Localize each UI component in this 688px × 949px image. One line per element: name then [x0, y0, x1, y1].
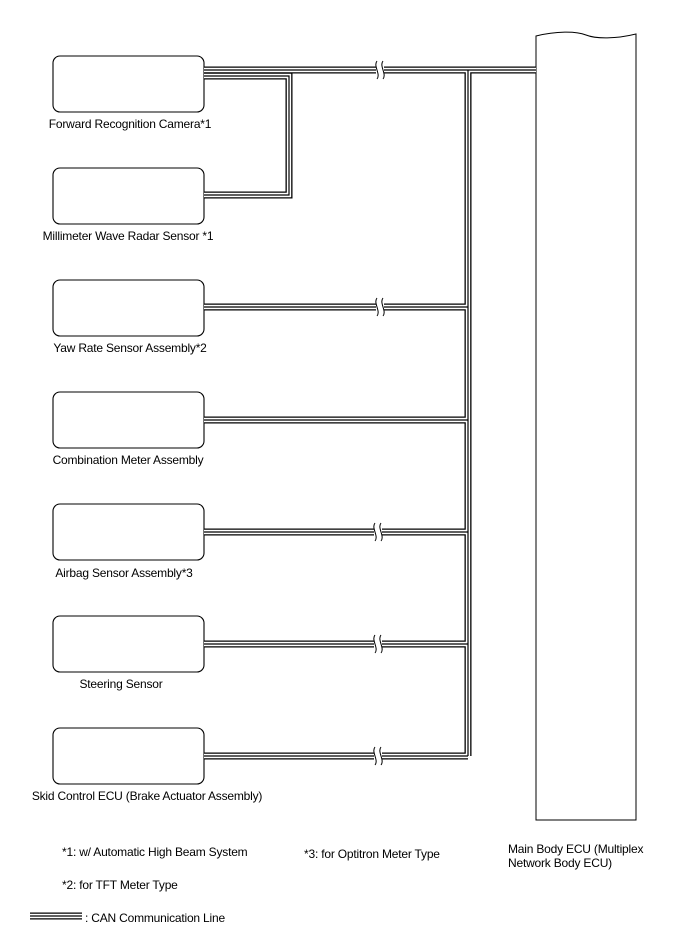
label-main-body-ecu-line2: Network Body ECU) — [508, 856, 612, 870]
break-steering — [373, 634, 383, 654]
label-combination-meter-assembly: Combination Meter Assembly — [52, 453, 204, 467]
label-airbag-sensor-assembly: Airbag Sensor Assembly*3 — [55, 566, 193, 580]
footnote-2: *2: for TFT Meter Type — [62, 878, 178, 892]
component-box-airbag-sensor-assembly — [52, 503, 205, 561]
component-box-combination-meter-assembly — [52, 391, 205, 449]
component-box-forward-recognition-camera — [52, 55, 205, 113]
break-top — [375, 60, 385, 80]
line-break-symbols — [373, 60, 385, 766]
component-box-skid-control-ecu — [52, 727, 205, 785]
component-box-steering-sensor — [52, 615, 205, 673]
break-skid — [373, 746, 383, 766]
label-forward-recognition-camera: Forward Recognition Camera*1 — [48, 117, 212, 131]
label-steering-sensor: Steering Sensor — [79, 677, 163, 691]
footnote-3: *3: for Optitron Meter Type — [304, 847, 440, 861]
label-skid-control-ecu: Skid Control ECU (Brake Actuator Assembl… — [31, 789, 263, 803]
can-bus-wires — [204, 66, 536, 760]
label-millimeter-wave-radar-sensor: Millimeter Wave Radar Sensor *1 — [42, 229, 214, 243]
component-box-millimeter-wave-radar-sensor — [52, 167, 205, 225]
legend-label: : CAN Communication Line — [85, 911, 225, 925]
component-box-yaw-rate-sensor-assembly — [52, 279, 205, 337]
break-airbag — [373, 522, 383, 542]
footnote-1: *1: w/ Automatic High Beam System — [62, 845, 248, 859]
main-body-ecu-box — [535, 31, 637, 821]
label-yaw-rate-sensor-assembly: Yaw Rate Sensor Assembly*2 — [53, 341, 207, 355]
label-main-body-ecu-line1: Main Body ECU (Multiplex — [508, 842, 644, 856]
break-yaw — [375, 297, 385, 317]
